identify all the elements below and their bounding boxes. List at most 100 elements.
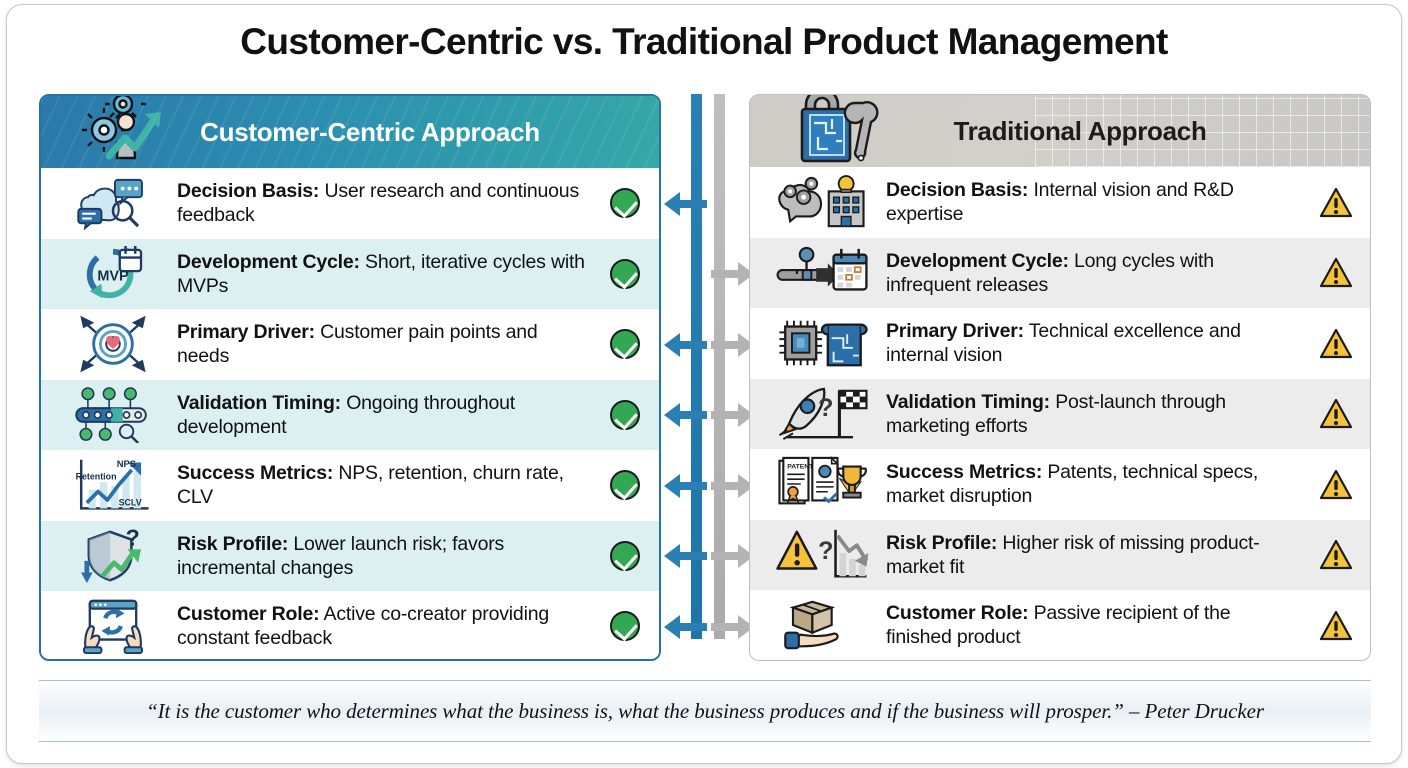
arrow-right-icon bbox=[711, 473, 755, 499]
nps-retention-sclv-chart-icon: NPS Retention SCLV bbox=[49, 454, 177, 516]
warning-triangle-icon bbox=[1319, 258, 1353, 288]
row-label: Primary Driver: bbox=[177, 321, 315, 344]
table-row: Primary Driver: Customer pain points and… bbox=[41, 309, 659, 380]
rocket-question-finish-flag-icon: ? bbox=[758, 383, 886, 445]
row-value: Ongoing throughout development bbox=[177, 391, 515, 438]
status-badge bbox=[597, 470, 653, 501]
table-row: MVP Development Cycle: Short, iterative … bbox=[41, 238, 659, 309]
row-label: Development Cycle: bbox=[177, 250, 360, 273]
table-row: Customer Role: Passive recipient of the … bbox=[750, 590, 1370, 660]
traditional-header: Traditional Approach bbox=[750, 95, 1370, 167]
customer-centric-header-title: Customer-Centric Approach bbox=[200, 116, 540, 147]
status-badge bbox=[597, 329, 653, 360]
table-row: Primary Driver: Technical excellence and… bbox=[750, 308, 1370, 379]
row-value: Technical excellence and internal vision bbox=[886, 320, 1241, 367]
arrow-left-icon bbox=[663, 332, 707, 358]
row-label: Customer Role: bbox=[177, 603, 320, 626]
row-text: Success Metrics: NPS, retention, churn r… bbox=[177, 461, 597, 509]
warning-triangle-icon bbox=[1319, 328, 1353, 358]
footer-quote-bar: “It is the customer who determines what … bbox=[39, 680, 1371, 742]
table-row: Customer Role: Active co-creator providi… bbox=[41, 591, 659, 659]
svg-text:?: ? bbox=[126, 526, 140, 550]
row-label: Validation Timing: bbox=[886, 390, 1050, 413]
shield-question-growth-arrow-icon: ? bbox=[49, 525, 177, 587]
row-text: Development Cycle: Short, iterative cycl… bbox=[177, 250, 597, 298]
arrow-left-icon bbox=[663, 614, 707, 640]
row-label: Customer Role: bbox=[886, 602, 1029, 625]
svg-text:PATENTS: PATENTS bbox=[787, 464, 818, 471]
row-value: User research and continuous feedback bbox=[177, 180, 579, 227]
table-row: PATENTS bbox=[750, 449, 1370, 520]
blueprint-wrench-gear-icon bbox=[788, 95, 884, 177]
svg-text:NPS: NPS bbox=[117, 459, 136, 469]
svg-text:Retention: Retention bbox=[76, 472, 117, 482]
table-row: Decision Basis: Internal vision and R&D … bbox=[750, 167, 1370, 238]
arrow-right-icon bbox=[711, 332, 755, 358]
check-circle-icon bbox=[610, 188, 640, 219]
row-text: Primary Driver: Customer pain points and… bbox=[177, 320, 597, 368]
row-label: Decision Basis: bbox=[177, 180, 320, 203]
right-spine bbox=[714, 94, 725, 639]
row-text: Risk Profile: Higher risk of missing pro… bbox=[886, 531, 1308, 579]
row-label: Decision Basis: bbox=[886, 179, 1029, 202]
status-badge bbox=[1308, 257, 1364, 288]
row-text: Customer Role: Passive recipient of the … bbox=[886, 601, 1308, 649]
row-text: Development Cycle: Long cycles with infr… bbox=[886, 249, 1308, 297]
traditional-rows: Decision Basis: Internal vision and R&D … bbox=[750, 167, 1370, 660]
arrow-right-icon bbox=[711, 402, 755, 428]
check-circle-icon bbox=[610, 470, 640, 501]
customer-centric-rows: Decision Basis: User research and contin… bbox=[41, 168, 659, 659]
row-text: Validation Timing: Ongoing throughout de… bbox=[177, 391, 597, 439]
brain-gears-lightbulb-building-icon bbox=[758, 171, 886, 233]
row-value: Short, iterative cycles with MVPs bbox=[177, 250, 585, 297]
arrow-left-icon bbox=[663, 473, 707, 499]
row-value: Patents, technical specs, market disrupt… bbox=[886, 461, 1259, 508]
row-text: Primary Driver: Technical excellence and… bbox=[886, 319, 1308, 367]
check-circle-icon bbox=[610, 399, 640, 430]
svg-text:?: ? bbox=[818, 537, 833, 565]
status-badge bbox=[1308, 328, 1364, 359]
row-label: Validation Timing: bbox=[177, 391, 341, 414]
table-row: Decision Basis: User research and contin… bbox=[41, 168, 659, 239]
row-text: Validation Timing: Post-launch through m… bbox=[886, 390, 1308, 438]
status-badge bbox=[1308, 539, 1364, 570]
row-value: Customer pain points and needs bbox=[177, 321, 538, 368]
table-row: ? Validation Timing: Post-launch through bbox=[750, 378, 1370, 449]
warning-triangle-icon bbox=[1319, 187, 1353, 217]
row-value: Post-launch through marketing efforts bbox=[886, 390, 1226, 437]
microchip-blueprint-icon bbox=[758, 312, 886, 374]
warning-triangle-icon bbox=[1319, 469, 1353, 499]
row-text: Risk Profile: Lower launch risk; favors … bbox=[177, 532, 597, 580]
comparison-connectors bbox=[664, 94, 754, 661]
page-title: Customer-Centric vs. Traditional Product… bbox=[240, 21, 1168, 62]
arrow-right-icon bbox=[711, 261, 755, 287]
svg-text:SCLV: SCLV bbox=[119, 498, 142, 508]
traditional-panel: Traditional Approach bbox=[749, 94, 1371, 661]
slow-timeline-calendar-icon bbox=[758, 242, 886, 304]
patents-docs-trophy-icon: PATENTS bbox=[758, 453, 886, 515]
table-row: NPS Retention SCLV Success Metrics: NPS,… bbox=[41, 450, 659, 521]
table-row: Development Cycle: Long cycles with infr… bbox=[750, 237, 1370, 308]
warning-question-declining-chart-icon: ? bbox=[758, 524, 886, 586]
row-value: Active co-creator providing constant fee… bbox=[177, 603, 549, 650]
row-value: Lower launch risk; favors incremental ch… bbox=[177, 532, 505, 579]
row-text: Decision Basis: User research and contin… bbox=[177, 179, 597, 227]
timeline-checkpoints-magnifier-icon bbox=[49, 384, 177, 446]
status-badge bbox=[1308, 469, 1364, 500]
status-badge bbox=[1308, 398, 1364, 429]
status-badge bbox=[597, 188, 653, 219]
row-text: Decision Basis: Internal vision and R&D … bbox=[886, 178, 1308, 226]
mvp-cycle-calendar-icon: MVP bbox=[49, 243, 177, 305]
row-label: Success Metrics: bbox=[177, 462, 334, 485]
arrow-left-icon bbox=[663, 543, 707, 569]
warning-triangle-icon bbox=[1319, 610, 1353, 640]
customer-centric-panel: Customer-Centric Approach bbox=[39, 94, 661, 661]
status-badge bbox=[597, 399, 653, 430]
check-circle-icon bbox=[610, 540, 640, 571]
footer-quote-text: “It is the customer who determines what … bbox=[146, 698, 1264, 723]
traditional-header-title: Traditional Approach bbox=[953, 115, 1207, 146]
arrow-left-icon bbox=[663, 402, 707, 428]
status-badge bbox=[597, 258, 653, 289]
arrow-right-icon bbox=[711, 614, 755, 640]
row-text: Success Metrics: Patents, technical spec… bbox=[886, 460, 1308, 508]
